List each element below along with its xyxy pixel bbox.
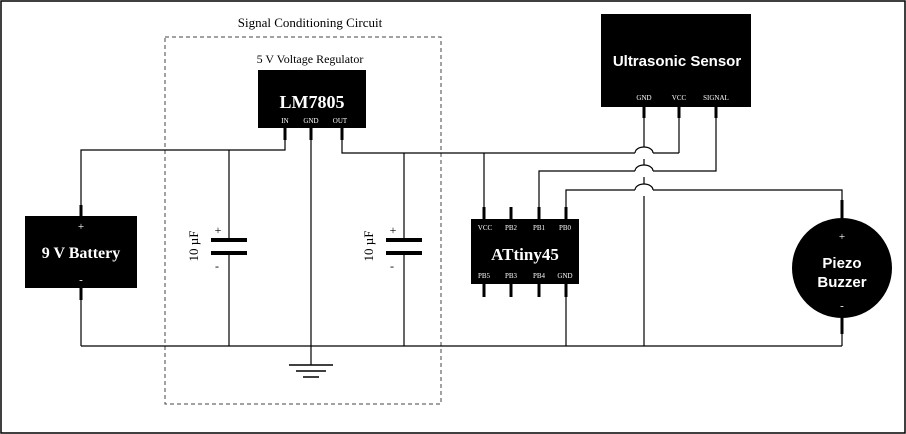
ground-symbol-icon <box>289 364 333 378</box>
regulator-subtitle: 5 V Voltage Regulator <box>257 52 364 66</box>
mcu-pin-gnd: GND <box>557 272 572 280</box>
mcu-body <box>471 219 579 284</box>
buzzer-body <box>792 218 892 318</box>
capacitor-2-value: 10 µF <box>361 231 376 262</box>
sensor-name: Ultrasonic Sensor <box>613 53 742 70</box>
regulator-pin-out: OUT <box>333 117 348 125</box>
capacitor-1-minus: - <box>215 259 219 273</box>
voltage-regulator: 5 V Voltage Regulator LM7805 IN GND OUT <box>257 52 366 140</box>
mcu-name: ATtiny45 <box>491 245 559 264</box>
mcu-pin-vcc: VCC <box>478 224 493 232</box>
mcu-pin-pb0: PB0 <box>559 224 572 232</box>
battery-plus-label: + <box>78 221 84 233</box>
capacitor-2: + - 10 µF <box>361 223 422 273</box>
capacitor-2-plus: + <box>390 223 397 237</box>
mcu-pin-pb4: PB4 <box>533 272 546 280</box>
mcu-pin-pb5: PB5 <box>478 272 491 280</box>
capacitor-1-plus: + <box>215 223 222 237</box>
buzzer-minus-label: - <box>840 300 844 312</box>
ultrasonic-sensor: Ultrasonic Sensor GND VCC SIGNAL <box>601 14 751 118</box>
wire-crossover-3 <box>634 183 654 191</box>
buzzer-label-line2: Buzzer <box>817 274 866 291</box>
signal-conditioning-box <box>164 36 442 405</box>
regulator-pin-in: IN <box>281 117 288 125</box>
piezo-buzzer: + Piezo Buzzer - <box>792 200 892 334</box>
mcu-pin-pb3: PB3 <box>505 272 518 280</box>
buzzer-plus-label: + <box>839 231 845 243</box>
wire-sensor-signal <box>653 112 717 172</box>
battery-name: 9 V Battery <box>42 245 121 262</box>
battery: + 9 V Battery - <box>25 205 137 300</box>
capacitor-2-minus: - <box>390 259 394 273</box>
battery-minus-label: - <box>79 274 83 286</box>
mcu-pin-pb1: PB1 <box>533 224 546 232</box>
wire-pb0-buzzer <box>565 189 635 210</box>
regulator-body <box>258 70 366 128</box>
sensor-pin-gnd: GND <box>636 94 651 102</box>
battery-body <box>25 216 137 288</box>
wire-pb1-signal <box>538 170 635 210</box>
sensor-body <box>601 14 751 107</box>
mcu-pin-pb2: PB2 <box>505 224 518 232</box>
sensor-pin-vcc: VCC <box>672 94 687 102</box>
capacitor-1: + - 10 µF <box>186 223 247 273</box>
wire-crossover-1 <box>634 146 654 154</box>
wires <box>80 112 843 365</box>
signal-conditioning-title: Signal Conditioning Circuit <box>238 15 383 30</box>
regulator-name: LM7805 <box>280 92 345 112</box>
regulator-pin-gnd: GND <box>303 117 318 125</box>
buzzer-label-line1: Piezo <box>822 255 861 272</box>
wire-battery-plus <box>80 140 286 216</box>
wire-buzzer-plus <box>653 189 843 205</box>
wire-crossover-2 <box>634 164 654 172</box>
wire-regulator-out <box>341 140 635 154</box>
sensor-pin-signal: SIGNAL <box>703 94 729 102</box>
attiny45-chip: VCC PB2 PB1 PB0 ATtiny45 PB5 PB3 PB4 GND <box>471 207 579 297</box>
capacitor-1-value: 10 µF <box>186 231 201 262</box>
